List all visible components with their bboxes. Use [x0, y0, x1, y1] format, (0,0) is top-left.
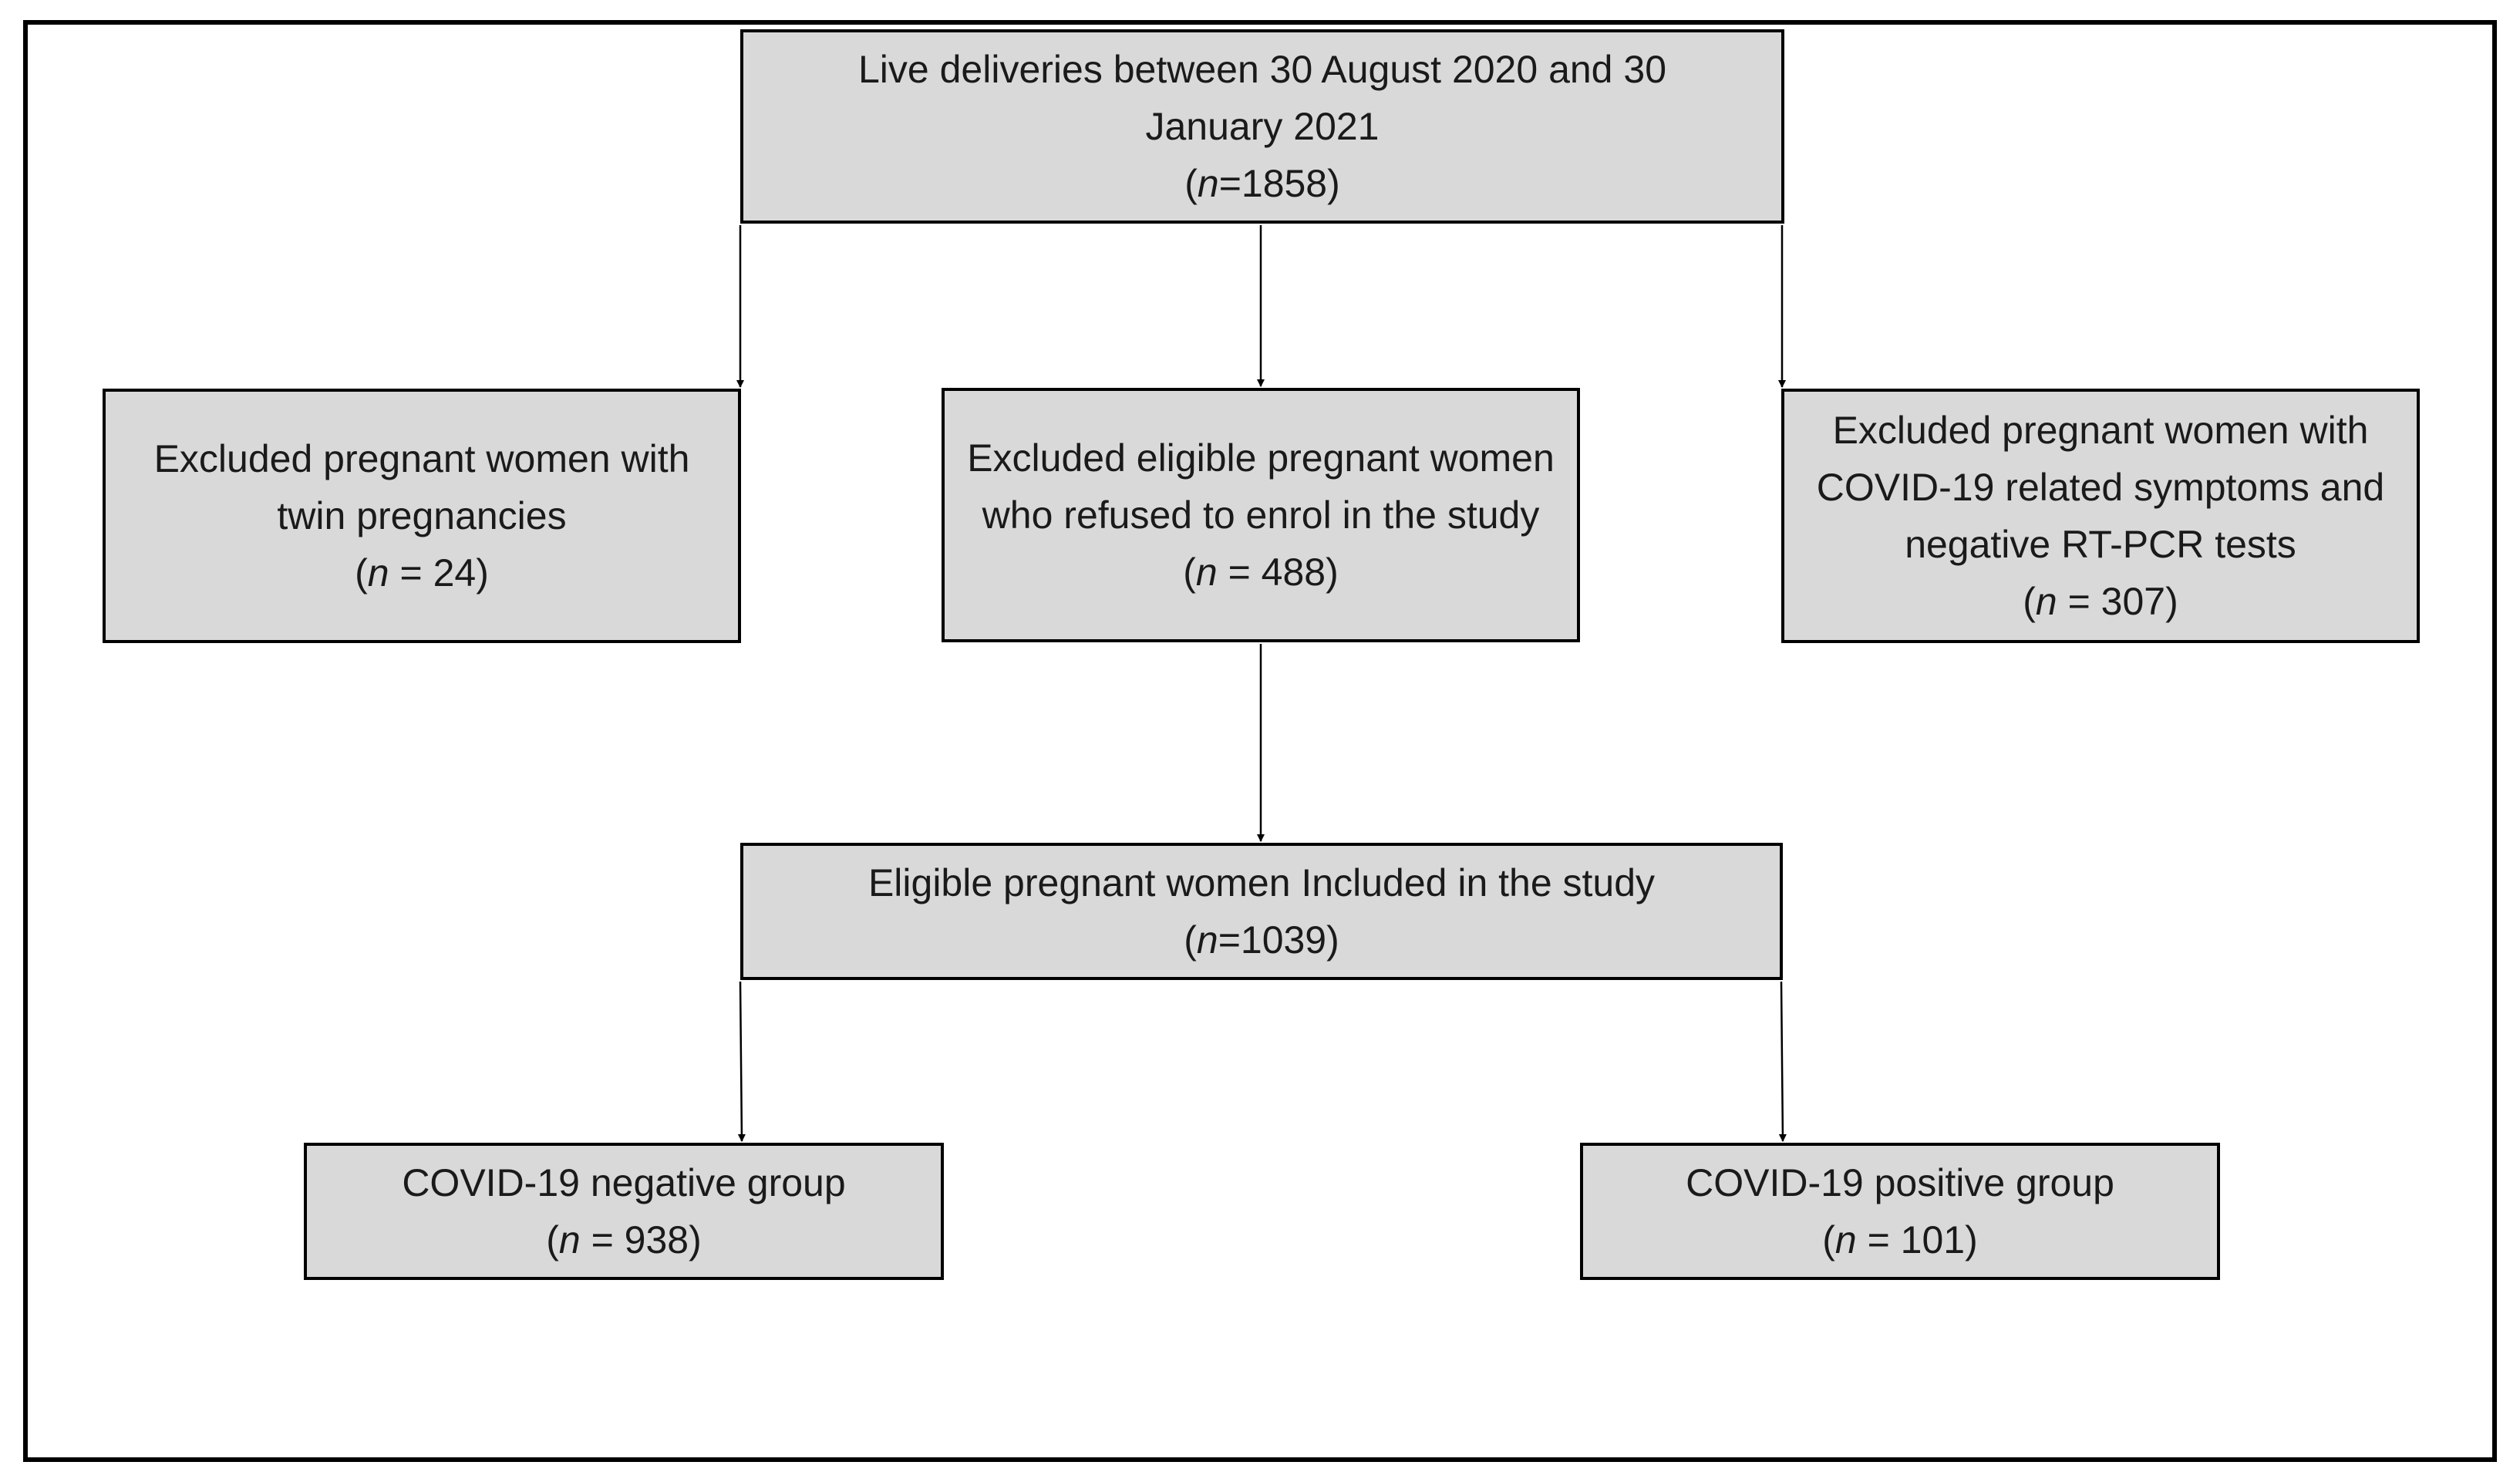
node-included-count: (n=1039) [1184, 918, 1339, 962]
node-covid-positive: COVID-19 positive group (n = 101) [1580, 1143, 2220, 1280]
n-variable: n [2035, 580, 2057, 623]
node-included-text: Eligible pregnant women Included in the … [868, 861, 1656, 904]
node-excluded-twin-text: Excluded pregnant women with twin pregna… [153, 437, 690, 537]
edge-included-to-positive [1778, 981, 1787, 1142]
node-excluded-refused-count: (n = 488) [1183, 551, 1339, 594]
n-variable: n [558, 1218, 581, 1261]
node-excluded-twin: Excluded pregnant women with twin pregna… [103, 389, 741, 643]
node-covid-positive-count: (n = 101) [1822, 1218, 1978, 1261]
node-covid-negative: COVID-19 negative group (n = 938) [304, 1143, 944, 1280]
node-excluded-twin-count: (n = 24) [355, 551, 489, 594]
node-live-deliveries-count: (n=1858) [1184, 162, 1340, 205]
node-excluded-symptoms: Excluded pregnant women with COVID-19 re… [1781, 389, 2420, 643]
node-excluded-refused-text: Excluded eligible pregnant women who ref… [967, 436, 1555, 537]
edge-included-to-negative [737, 981, 746, 1142]
node-excluded-refused: Excluded eligible pregnant women who ref… [942, 388, 1580, 642]
n-variable: n [1197, 162, 1219, 205]
n-variable: n [367, 551, 389, 594]
node-excluded-symptoms-count: (n = 307) [2023, 580, 2178, 623]
node-covid-negative-text: COVID-19 negative group [402, 1161, 846, 1204]
diagram-frame [23, 20, 2497, 1462]
n-variable: n [1196, 918, 1218, 962]
n-variable: n [1834, 1218, 1857, 1261]
node-covid-negative-count: (n = 938) [546, 1218, 702, 1261]
node-covid-positive-text: COVID-19 positive group [1686, 1161, 2114, 1204]
node-live-deliveries: Live deliveries between 30 August 2020 a… [740, 29, 1784, 224]
node-live-deliveries-text: Live deliveries between 30 August 2020 a… [858, 48, 1666, 148]
node-excluded-symptoms-text: Excluded pregnant women with COVID-19 re… [1816, 409, 2385, 566]
n-variable: n [1195, 551, 1218, 594]
node-included: Eligible pregnant women Included in the … [740, 843, 1783, 980]
